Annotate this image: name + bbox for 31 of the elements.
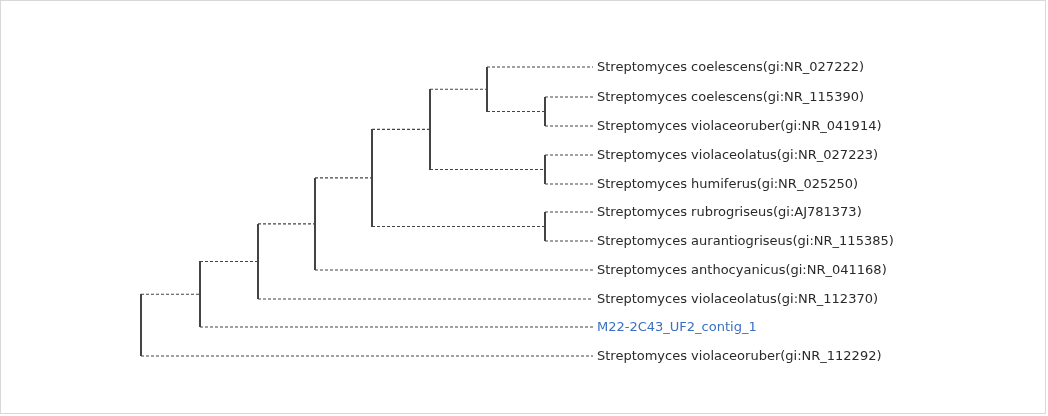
- species-label: Streptomyces coelescens(gi:NR_115390): [593, 89, 865, 105]
- tree-branch: [314, 269, 594, 271]
- tree-branch: [314, 177, 373, 179]
- tree-branch: [199, 326, 594, 328]
- tree-branch: [429, 88, 488, 90]
- tree-branch: [544, 154, 594, 156]
- tree-branch: [140, 293, 201, 295]
- species-label: Streptomyces coelescens(gi:NR_027222): [593, 59, 865, 75]
- tree-branch: [371, 225, 546, 228]
- tree-branch: [199, 260, 259, 263]
- species-label: Streptomyces violaceoruber(gi:NR_112292): [593, 348, 882, 364]
- tree-branch: [544, 211, 594, 213]
- tree-branch: [544, 240, 594, 242]
- tree-branch: [257, 223, 316, 225]
- tree-branch: [257, 298, 594, 300]
- species-label: Streptomyces violaceolatus(gi:NR_112370): [593, 291, 878, 307]
- species-label: Streptomyces rubrogriseus(gi:AJ781373): [593, 204, 862, 220]
- tree-branch: [544, 183, 594, 185]
- tree-branch: [486, 110, 546, 113]
- tree-branch: [544, 96, 594, 98]
- tree-branch: [371, 128, 431, 130]
- species-label: Streptomyces aurantiogriseus(gi:NR_115385): [593, 233, 894, 249]
- tree-branch: [544, 125, 594, 127]
- tree-branch: [429, 168, 546, 171]
- query-sequence-label: M22-2C43_UF2_contig_1: [593, 319, 757, 335]
- tree-branch: [140, 355, 594, 357]
- species-label: Streptomyces humiferus(gi:NR_025250): [593, 176, 859, 192]
- species-label: Streptomyces anthocyanicus(gi:NR_041168): [593, 262, 887, 278]
- species-label: Streptomyces violaceoruber(gi:NR_041914): [593, 118, 882, 134]
- tree-branch: [486, 66, 594, 68]
- species-label: Streptomyces violaceolatus(gi:NR_027223): [593, 147, 878, 163]
